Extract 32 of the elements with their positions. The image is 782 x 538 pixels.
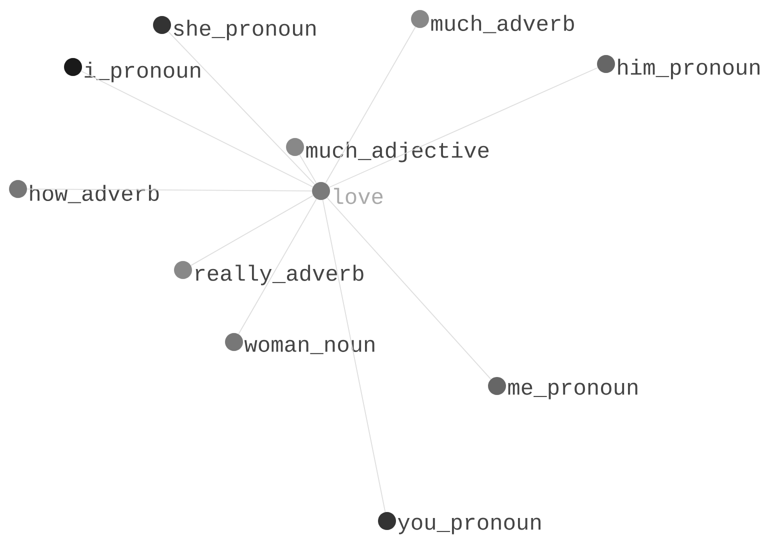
node-label: much_adjective	[306, 142, 489, 162]
node-label: love	[334, 188, 383, 204]
connector-line	[328, 67, 598, 188]
graph-node	[174, 261, 192, 279]
node-label: you_pronoun	[398, 518, 540, 534]
node-label: him_pronoun	[618, 58, 760, 80]
node-label: she_pronoun	[174, 20, 316, 40]
connector-line	[299, 154, 317, 184]
node-label: much_adverb	[431, 14, 574, 34]
node-label: i_pronoun	[84, 62, 200, 82]
graph-node	[286, 138, 304, 156]
connector-line	[80, 70, 314, 188]
graph-node	[488, 377, 506, 395]
graph-node	[153, 16, 171, 34]
graph-node	[312, 182, 330, 200]
graph-node	[64, 58, 82, 76]
connector-line	[168, 31, 316, 185]
graph-node	[9, 180, 27, 198]
connector-line	[190, 195, 314, 266]
node-label: woman_noun	[244, 340, 374, 354]
connector-line	[326, 197, 492, 380]
node-label: how_adverb	[30, 184, 159, 204]
graph-node	[225, 333, 243, 351]
connector-line	[26, 188, 312, 192]
node-label: me_pronoun	[508, 382, 638, 400]
graph-node	[597, 55, 615, 73]
connector-line	[325, 26, 416, 184]
graph-node	[378, 512, 396, 530]
connector-line	[238, 198, 317, 334]
node-label: really_adverb	[196, 264, 364, 286]
graph-node	[411, 10, 429, 28]
connector-line	[322, 200, 386, 512]
